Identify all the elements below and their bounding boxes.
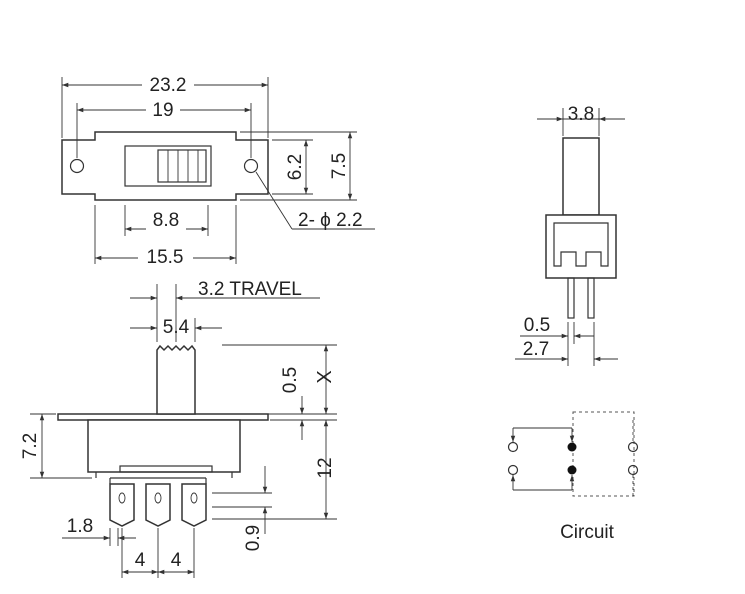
- dim-body-height: 6.2: [285, 154, 306, 180]
- dim-end-pin-spacing: 2.7: [523, 339, 549, 360]
- slider-slot: [124, 145, 212, 187]
- dim-overall-width: 23.2: [150, 75, 187, 96]
- actuator: [156, 344, 196, 415]
- terminal-left-top: [507, 441, 519, 453]
- dim-travel: 3.2 TRAVEL: [198, 279, 302, 300]
- end-pin-right: [587, 277, 595, 319]
- switch-outline: [572, 411, 635, 497]
- dim-total-height: 12: [315, 457, 336, 478]
- mounting-hole-right: [243, 158, 259, 174]
- dim-actuator-height: X: [314, 370, 336, 383]
- pin-left: [109, 483, 135, 527]
- dim-holes: 2- ϕ 2.2: [298, 210, 363, 231]
- top-view: 23.2 19 6.2 7.5 2- ϕ 2.2 8.8 15.5: [61, 75, 375, 268]
- dim-slot-width: 8.8: [153, 210, 179, 231]
- mounting-plate: [57, 413, 269, 421]
- pin-right: [181, 483, 207, 527]
- slider-knob: [157, 149, 207, 183]
- common-terminal-bottom: [567, 465, 577, 475]
- circuit-label: Circuit: [560, 522, 615, 543]
- end-pin-left: [567, 277, 575, 319]
- common-terminal-top: [567, 442, 577, 452]
- dim-pin-margin: 1.8: [67, 516, 93, 537]
- end-view: 3.8 0.5 2.7: [515, 104, 625, 366]
- side-view: 3.2 TRAVEL 5.4 0.5 X 12 7.2 0.9: [20, 279, 337, 578]
- dim-end-width: 3.8: [568, 104, 594, 125]
- dim-end-pin-thickness: 0.5: [524, 315, 550, 336]
- dim-pin-thickness: 0.9: [243, 525, 264, 551]
- dim-hole-spacing: 19: [152, 100, 173, 121]
- dim-body-width: 15.5: [147, 247, 184, 268]
- circuit-diagram: Circuit: [507, 411, 639, 543]
- pin-middle: [145, 483, 171, 527]
- dim-pin-pitch-1: 4: [135, 550, 146, 571]
- dim-actuator-width: 5.4: [163, 317, 190, 338]
- switch-housing: [87, 419, 241, 473]
- terminal-right-top: [627, 441, 639, 453]
- terminal-left-bottom: [507, 464, 519, 476]
- mounting-hole-left: [69, 158, 85, 174]
- end-housing: [545, 214, 617, 279]
- dim-overall-height: 7.5: [329, 153, 350, 179]
- dim-pin-pitch-2: 4: [171, 550, 182, 571]
- dim-actuator-offset: 0.5: [280, 367, 301, 393]
- terminal-right-bottom: [627, 464, 639, 476]
- dim-body-height-side: 7.2: [20, 433, 41, 459]
- end-actuator: [562, 137, 600, 216]
